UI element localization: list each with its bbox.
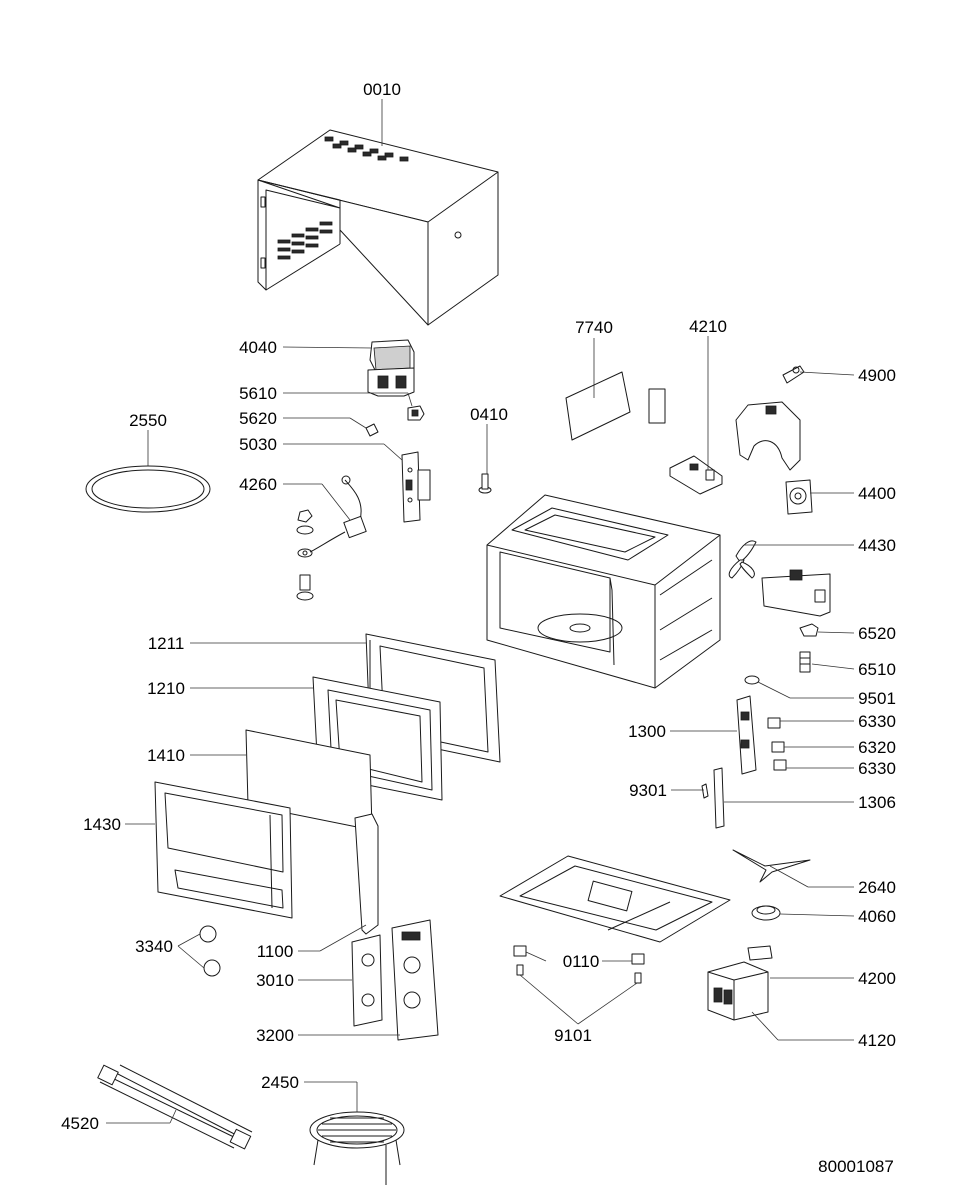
leader-lines <box>106 99 855 1124</box>
part-0010-cabinet <box>257 129 499 326</box>
label-6320: 6320 <box>858 738 896 757</box>
part-4520-heating-element <box>97 1064 253 1150</box>
part-3340-knobs <box>199 925 221 977</box>
label-2450: 2450 <box>261 1073 299 1092</box>
part-1430-door-front <box>154 781 293 919</box>
part-4400-fan-motor <box>785 479 813 515</box>
label-9301: 9301 <box>629 781 667 800</box>
part-6330-microswitch-a <box>767 717 781 729</box>
label-6330-a: 6330 <box>858 712 896 731</box>
label-1430: 1430 <box>83 815 121 834</box>
part-5620-fuse <box>365 423 379 437</box>
part-4210-latch-assembly <box>669 455 723 495</box>
label-4040: 4040 <box>239 338 277 357</box>
part-9501-damper <box>744 675 760 685</box>
part-0410-screw <box>478 473 492 494</box>
label-4520: 4520 <box>61 1114 99 1133</box>
label-1211: 1211 <box>148 634 185 653</box>
label-4900: 4900 <box>858 366 896 385</box>
part-1306-lever <box>713 767 725 829</box>
part-4430-fan-blade <box>728 540 757 579</box>
label-3200: 3200 <box>256 1026 294 1045</box>
document-number: 80001087 <box>818 1157 894 1176</box>
part-labels: 0010 4040 5610 5620 5030 4260 2550 0410 … <box>61 80 896 1176</box>
label-5620: 5620 <box>239 409 277 428</box>
label-9501: 9501 <box>858 689 896 708</box>
part-2450-grill-rack <box>309 1111 405 1185</box>
part-6320-microswitch <box>771 741 785 753</box>
label-4400: 4400 <box>858 484 896 503</box>
part-3200-control-housing <box>391 919 439 1041</box>
label-3010: 3010 <box>256 971 294 990</box>
label-4430: 4430 <box>858 536 896 555</box>
label-4200: 4200 <box>858 969 896 988</box>
part-4260-wire-harness <box>296 475 367 601</box>
label-0410: 0410 <box>470 405 508 424</box>
part-4060-turntable-motor <box>751 905 781 921</box>
part-5030-switch-bracket <box>401 451 431 523</box>
label-5610: 5610 <box>239 384 277 403</box>
label-6510: 6510 <box>858 660 896 679</box>
part-7740-waveguide-cover <box>565 371 666 441</box>
label-4210: 4210 <box>689 317 727 336</box>
part-5610-fuse-holder <box>407 405 425 421</box>
label-6330-b: 6330 <box>858 759 896 778</box>
label-3340: 3340 <box>135 937 173 956</box>
part-9301-spring <box>701 783 709 799</box>
label-7740: 7740 <box>575 318 613 337</box>
label-1300: 1300 <box>628 722 666 741</box>
part-oven-cavity <box>486 494 721 689</box>
part-6330-microswitch-b <box>773 759 787 771</box>
part-0110-feet <box>513 945 645 965</box>
part-6510-lamp <box>799 651 811 673</box>
label-2640: 2640 <box>858 878 896 897</box>
part-1300-interlock-bracket <box>736 695 757 775</box>
part-2550-roller-ring <box>85 465 211 513</box>
part-2640-roller-support <box>732 849 811 883</box>
part-base-plate <box>499 855 731 943</box>
label-6520: 6520 <box>858 624 896 643</box>
label-0010: 0010 <box>363 80 401 99</box>
part-4200-capacitor <box>747 945 773 961</box>
label-4060: 4060 <box>858 907 896 926</box>
label-1410: 1410 <box>147 746 185 765</box>
label-2550: 2550 <box>129 411 167 430</box>
part-4900-thermostat <box>782 365 805 384</box>
label-1306: 1306 <box>858 793 896 812</box>
label-4260: 4260 <box>239 475 277 494</box>
part-4040-magnetron <box>367 339 415 397</box>
part-4120-transformer <box>707 961 769 1021</box>
label-1210: 1210 <box>147 679 185 698</box>
label-1100: 1100 <box>257 942 294 961</box>
label-0110: 0110 <box>563 952 600 971</box>
part-6520-lamp-holder <box>799 623 819 637</box>
label-5030: 5030 <box>239 435 277 454</box>
part-1100-door-handle <box>354 813 379 935</box>
part-fan-duct <box>735 401 801 471</box>
part-3010-control-plate <box>351 934 383 1027</box>
part-control-bracket <box>761 569 831 617</box>
label-9101: 9101 <box>554 1026 592 1045</box>
label-4120: 4120 <box>858 1031 896 1050</box>
